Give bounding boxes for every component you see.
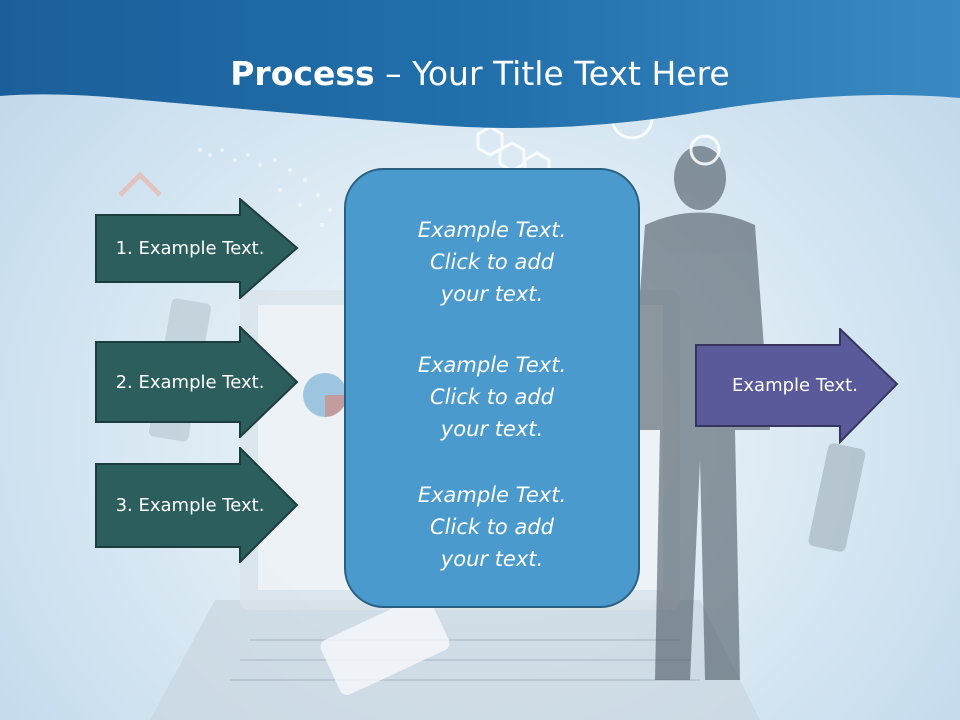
paragraph-line: your text. bbox=[440, 417, 544, 441]
paragraph-line: Click to add bbox=[429, 250, 554, 274]
arrow-shape bbox=[95, 447, 299, 563]
paragraph-line: your text. bbox=[440, 547, 544, 571]
center-paragraph-2: Example Text. Click to add your text. bbox=[346, 349, 638, 445]
paragraph-line: Example Text. bbox=[417, 353, 567, 377]
left-arrow-3[interactable]: 3. Example Text. bbox=[95, 447, 300, 563]
arrow-shape bbox=[95, 326, 299, 438]
paragraph-line: Example Text. bbox=[417, 218, 567, 242]
left-arrow-label: 2. Example Text. bbox=[115, 371, 265, 393]
center-text-box[interactable]: Example Text. Click to add your text. Ex… bbox=[344, 168, 640, 608]
left-arrow-2[interactable]: 2. Example Text. bbox=[95, 326, 300, 438]
paragraph-line: your text. bbox=[440, 282, 544, 306]
arrow-shape bbox=[695, 328, 899, 444]
title-bold: Process bbox=[230, 54, 375, 93]
center-paragraph-3: Example Text. Click to add your text. bbox=[346, 479, 638, 575]
arrow-shape bbox=[95, 198, 299, 299]
right-arrow-label: Example Text. bbox=[732, 374, 858, 396]
title-rest: – Your Title Text Here bbox=[374, 54, 730, 93]
left-arrow-1[interactable]: 1. Example Text. bbox=[95, 198, 300, 299]
paragraph-line: Click to add bbox=[429, 385, 554, 409]
paragraph-line: Click to add bbox=[429, 515, 554, 539]
right-arrow[interactable]: Example Text. bbox=[695, 328, 900, 444]
slide-title: Process – Your Title Text Here bbox=[0, 52, 960, 96]
paragraph-line: Example Text. bbox=[417, 483, 567, 507]
center-paragraph-1: Example Text. Click to add your text. bbox=[346, 214, 638, 310]
left-arrow-label: 1. Example Text. bbox=[115, 238, 265, 259]
header-banner bbox=[0, 0, 960, 128]
left-arrow-label: 3. Example Text. bbox=[115, 494, 265, 516]
